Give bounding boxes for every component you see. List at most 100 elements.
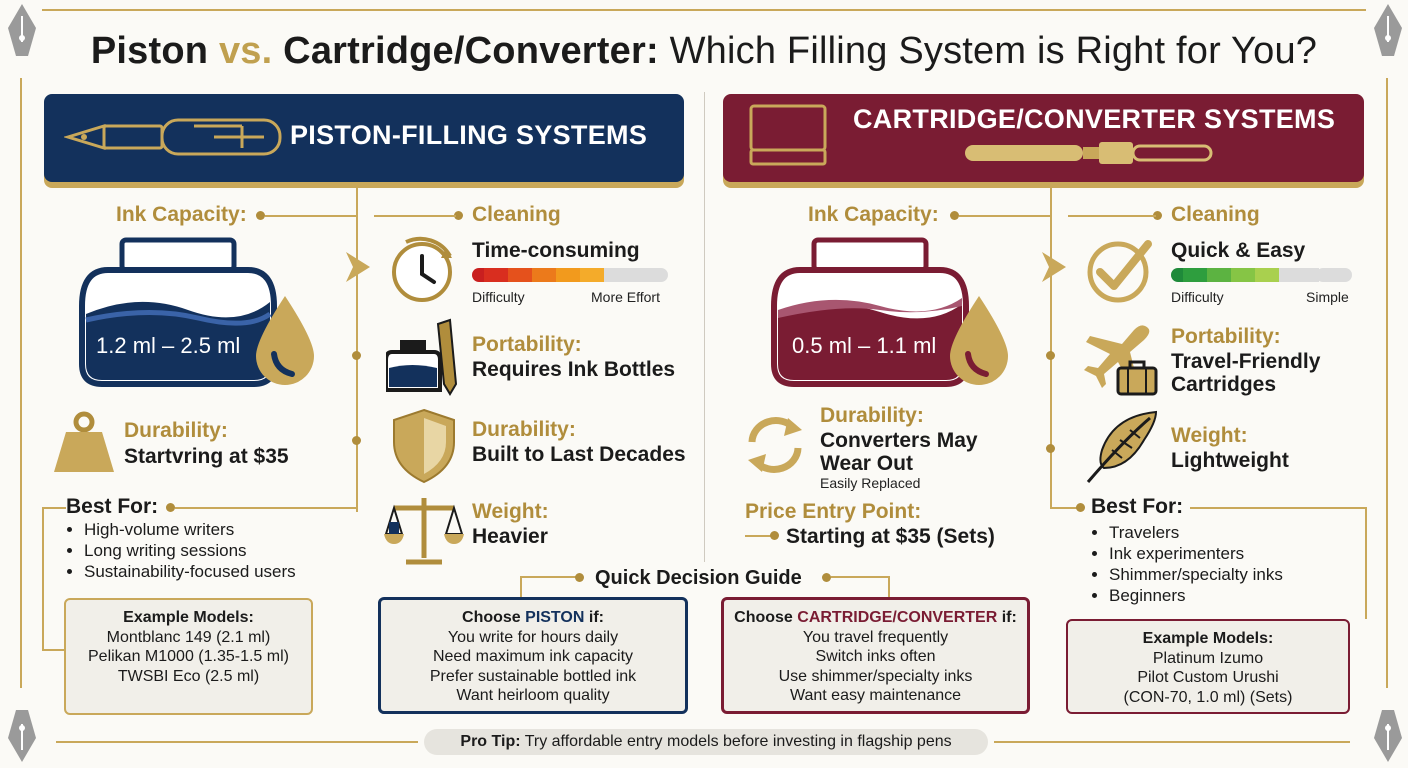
piston-cleaning-label: Cleaning xyxy=(472,203,561,226)
connector-dot xyxy=(1046,351,1055,360)
guide-item: Prefer sustainable bottled ink xyxy=(429,667,637,685)
connector-dot xyxy=(166,503,175,512)
model-item: TWSBI Eco (2.5 ml) xyxy=(117,667,260,685)
connector-line xyxy=(42,507,66,509)
cartridge-weight-value: Lightweight xyxy=(1171,449,1289,472)
frame-bottom-line-right xyxy=(994,741,1350,743)
guide-item: You write for hours daily xyxy=(447,628,619,646)
guide-piston-suffix: if: xyxy=(588,609,604,626)
nib-ornament-icon xyxy=(8,710,36,762)
guide-item: Want heirloom quality xyxy=(456,687,610,704)
converter-icon xyxy=(965,142,1213,164)
frame-bottom-line-left xyxy=(56,741,418,743)
piston-banner-title: PISTON-FILLING SYSTEMS xyxy=(290,120,648,150)
model-item: Platinum Izumo xyxy=(1152,649,1264,667)
pro-tip: Pro Tip: Try affordable entry models bef… xyxy=(424,729,988,755)
cartridge-cleaning-label: Cleaning xyxy=(1171,203,1260,226)
nib-ornament-icon xyxy=(8,4,36,56)
title-cartridge: Cartridge/Converter: xyxy=(283,30,659,72)
cartridge-scale-right: Simple xyxy=(1306,289,1349,305)
piston-ink-capacity-label: Ink Capacity: xyxy=(116,203,247,226)
nib-ornament-icon xyxy=(1374,710,1402,762)
list-item: Shimmer/specialty inks xyxy=(1109,564,1283,585)
model-item: Montblanc 149 (2.1 ml) xyxy=(106,628,271,646)
connector-dot xyxy=(454,211,463,220)
cartridge-best-for-list: TravelersInk experimentersShimmer/specia… xyxy=(1091,522,1283,606)
piston-models-label: Example Models: xyxy=(123,609,254,626)
piston-portability-label: Portability: xyxy=(472,333,582,356)
guide-cart-prefix: Choose xyxy=(734,609,793,626)
cartridge-banner-title: CARTRIDGE/CONVERTER SYSTEMS xyxy=(853,104,1336,134)
connector-dot xyxy=(1153,211,1162,220)
fountain-pen-icon xyxy=(64,118,282,156)
title-question: Which Filling System is Right for You? xyxy=(669,30,1318,72)
model-item: (CON-70, 1.0 ml) (Sets) xyxy=(1123,688,1293,706)
cartridge-weight-label: Weight: xyxy=(1171,424,1248,447)
connector-dot xyxy=(770,531,779,540)
connector-line xyxy=(1365,507,1367,619)
checkmark-icon xyxy=(1087,240,1152,303)
pro-tip-label: Pro Tip: xyxy=(460,733,521,750)
connector-dot xyxy=(352,351,361,360)
inkwell-pen-icon xyxy=(386,318,458,396)
list-item: High-volume writers xyxy=(84,519,296,540)
arrow-icon xyxy=(346,252,370,282)
guide-piston-key: PISTON xyxy=(525,609,585,626)
center-divider xyxy=(704,92,705,562)
connector-line xyxy=(520,576,578,578)
piston-models-box: Example Models: Montblanc 149 (2.1 ml)Pe… xyxy=(64,598,313,715)
title-vs: vs. xyxy=(218,30,273,72)
nib-ornament-icon xyxy=(1374,4,1402,56)
guide-cart-key: CARTRIDGE/CONVERTER xyxy=(797,609,998,626)
cartridge-scale-left: Difficulty xyxy=(1171,289,1224,305)
cartridge-models-label: Example Models: xyxy=(1142,630,1274,647)
cartridge-price-label: Price Entry Point: xyxy=(745,500,922,523)
refresh-icon xyxy=(748,417,802,473)
clock-icon xyxy=(392,236,452,302)
connector-line xyxy=(1068,215,1156,217)
connector-line xyxy=(745,535,773,537)
cartridge-durability-value: Converters May Wear Out xyxy=(820,429,978,475)
connector-dot xyxy=(352,436,361,445)
cartridge-difficulty-scale xyxy=(1171,268,1352,282)
scale-icon xyxy=(384,498,464,565)
pro-tip-text: Try affordable entry models before inves… xyxy=(524,733,952,750)
cartridge-price-value: Starting at $35 (Sets) xyxy=(786,525,995,548)
ink-drop-icon xyxy=(256,296,314,385)
guide-cartridge-heading: Choose CARTRIDGE/CONVERTER if: xyxy=(724,608,1027,628)
cartridge-portability-value: Travel-Friendly Cartridges xyxy=(1171,350,1321,396)
connector-dot xyxy=(1076,503,1085,512)
list-item: Ink experimenters xyxy=(1109,543,1283,564)
guide-item: You travel frequently xyxy=(802,628,949,646)
connector-dot xyxy=(950,211,959,220)
connector-dot xyxy=(575,573,584,582)
feather-icon xyxy=(1086,410,1158,483)
connector-dot xyxy=(822,573,831,582)
cartridge-icon xyxy=(749,104,827,166)
cartridge-ink-capacity-value: 0.5 ml – 1.1 ml xyxy=(792,333,937,358)
list-item: Beginners xyxy=(1109,585,1283,606)
piston-spine-line xyxy=(356,182,358,512)
guide-item: Need maximum ink capacity xyxy=(432,648,634,665)
connector-line xyxy=(831,576,889,578)
guide-piston-prefix: Choose xyxy=(462,609,521,626)
connector-line xyxy=(959,215,1051,217)
cartridge-best-for-label: Best For: xyxy=(1091,495,1184,518)
connector-dot xyxy=(1046,444,1055,453)
piston-cleaning-value: Time-consuming xyxy=(472,239,640,262)
cartridge-durability-label: Durability: xyxy=(820,404,924,427)
piston-durability-label: Durability: xyxy=(124,419,228,442)
piston-durability2-value: Built to Last Decades xyxy=(472,443,686,466)
connector-line xyxy=(265,215,357,217)
guide-item: Switch inks often xyxy=(815,648,936,665)
shield-icon xyxy=(393,408,455,484)
cartridge-durability-note: Easily Replaced xyxy=(820,475,921,491)
piston-weight-value: Heavier xyxy=(472,525,548,548)
list-item: Travelers xyxy=(1109,522,1283,543)
ink-drop-icon xyxy=(950,296,1008,385)
ink-bottle-icon xyxy=(79,237,277,387)
